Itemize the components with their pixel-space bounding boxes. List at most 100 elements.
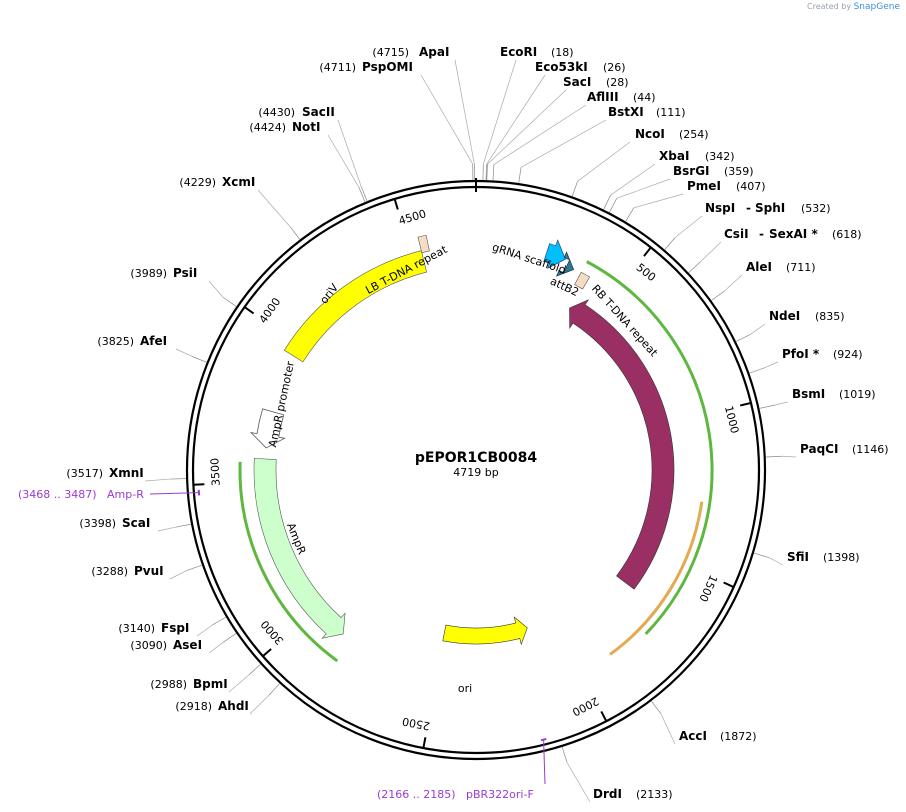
site-tick bbox=[186, 564, 203, 571]
site-name-scai: ScaI bbox=[122, 516, 150, 530]
site-tick bbox=[289, 226, 301, 240]
site-leader-line bbox=[493, 104, 587, 165]
site-tick bbox=[485, 164, 487, 181]
site-leader-line bbox=[486, 74, 546, 165]
site-name-bsmi: BsmI bbox=[792, 387, 825, 401]
site-tick bbox=[191, 356, 207, 363]
feature-oriv[interactable] bbox=[283, 250, 428, 363]
site-name-drdi: DrdI bbox=[593, 787, 622, 801]
site-leader-line bbox=[175, 348, 193, 357]
site-leader-line bbox=[208, 280, 224, 298]
site-tick bbox=[625, 207, 635, 222]
feature-attb2[interactable] bbox=[556, 251, 575, 277]
site-tick bbox=[688, 261, 701, 274]
site-tick bbox=[248, 663, 261, 676]
site-pos-drdi: (2133) bbox=[636, 788, 673, 801]
site-tick bbox=[664, 237, 676, 250]
site-pos-pfoi: (924) bbox=[833, 348, 863, 361]
tick-mark bbox=[244, 306, 255, 315]
tick-label: 1500 bbox=[696, 573, 719, 604]
site-pos-bsrgi: (359) bbox=[724, 165, 754, 178]
site-name-noti: NotI bbox=[292, 120, 321, 134]
site-tick bbox=[268, 683, 280, 696]
orf-ampr-line bbox=[238, 461, 339, 663]
site-name-afei: AfeI bbox=[140, 334, 167, 348]
plasmid-length: 4719 bp bbox=[453, 466, 498, 479]
site-name-ahdi: AhdI bbox=[218, 699, 249, 713]
site-tick bbox=[518, 167, 522, 184]
site-pos-bsmi: (1019) bbox=[839, 388, 876, 401]
site-pos-fspi: (3140) bbox=[118, 622, 155, 635]
site-pos-csii: (618) bbox=[832, 228, 862, 241]
site-name-sacii: SacII bbox=[302, 105, 335, 119]
site-pos-afliii: (44) bbox=[633, 91, 656, 104]
site-tick bbox=[212, 616, 227, 626]
site-pos-xmni: (3517) bbox=[66, 467, 103, 480]
site-name-pvui: PvuI bbox=[134, 564, 164, 578]
tick-mark bbox=[723, 581, 735, 588]
site-pos-eco53ki: (26) bbox=[603, 61, 626, 74]
site-name-sfii: SfiI bbox=[787, 550, 809, 564]
feature-rb-tdna[interactable] bbox=[574, 271, 591, 290]
site-pos-bpmi: (2988) bbox=[150, 678, 187, 691]
site-name-asei: AseI bbox=[173, 638, 202, 652]
feature-lb-tdna[interactable] bbox=[417, 234, 430, 254]
site-pos-afei: (3825) bbox=[97, 335, 134, 348]
tick-label: 500 bbox=[634, 261, 659, 284]
backbone-rings bbox=[185, 178, 767, 761]
site-sep-csii: - bbox=[759, 227, 764, 241]
primer-ampr-leader bbox=[149, 492, 199, 495]
orf-orange-line bbox=[609, 501, 704, 656]
site-leader-line bbox=[169, 570, 188, 580]
site-pos-scai: (3398) bbox=[79, 517, 116, 530]
spacer bbox=[270, 470, 714, 708]
site-leader-line bbox=[781, 455, 797, 458]
site-leader-line bbox=[616, 178, 671, 199]
site-pos-pvui: (3288) bbox=[91, 565, 128, 578]
site-leader-line bbox=[420, 74, 474, 165]
feature-ori[interactable] bbox=[442, 616, 528, 646]
site-leader-line bbox=[337, 119, 362, 187]
snapgene-credit: Created by SnapGene bbox=[807, 2, 900, 12]
site-leader-line bbox=[196, 624, 213, 637]
site-name-alei: AleI bbox=[746, 260, 772, 274]
site-leader-line bbox=[482, 59, 517, 165]
site-tick bbox=[492, 164, 495, 181]
primer-name-ori: pBR322ori-F bbox=[466, 788, 534, 801]
site-name-apai: ApaI bbox=[419, 45, 449, 59]
feature-grna-scaffold[interactable] bbox=[543, 239, 566, 269]
site-pos-apai: (4715) bbox=[372, 46, 409, 59]
site-name-pfoi: PfoI * bbox=[782, 347, 820, 361]
site-name-sexai: SexAI * bbox=[769, 227, 818, 241]
site-pos-psii: (3989) bbox=[130, 267, 167, 280]
tick-mark bbox=[262, 648, 272, 657]
site-tick bbox=[603, 195, 611, 210]
site-name-eco53ki: Eco53kI bbox=[535, 60, 588, 74]
site-name-xmni: XmnI bbox=[109, 466, 144, 480]
site-pos-xcmi: (4229) bbox=[179, 176, 216, 189]
site-leader-line bbox=[674, 215, 703, 238]
site-leader-line bbox=[487, 89, 567, 165]
site-name-csii: CsiI bbox=[724, 227, 749, 241]
site-name-afliii: AflIII bbox=[587, 90, 619, 104]
site-name-nspi: NspI bbox=[705, 201, 735, 215]
tick-label: 4500 bbox=[397, 207, 428, 228]
tick-label: 2000 bbox=[570, 694, 601, 718]
site-tick bbox=[609, 198, 618, 213]
site-pos-sfii: (1398) bbox=[823, 551, 860, 564]
site-tick bbox=[486, 164, 488, 181]
feature-ampr-promoter[interactable] bbox=[249, 408, 286, 449]
site-name-pmei: PmeI bbox=[687, 179, 721, 193]
site-leader-line bbox=[454, 59, 475, 165]
tick-mark bbox=[393, 198, 399, 210]
site-leader-line bbox=[144, 478, 171, 482]
site-tick bbox=[561, 746, 568, 763]
feature-ampr[interactable] bbox=[253, 458, 346, 639]
site-pos-bstxi: (111) bbox=[656, 106, 686, 119]
site-pos-noti: (4424) bbox=[249, 121, 286, 134]
feature-trfa[interactable] bbox=[569, 299, 675, 590]
site-tick bbox=[222, 633, 237, 643]
site-name-pspomi: PspOMI bbox=[362, 60, 413, 74]
site-pos-ncoi: (254) bbox=[679, 128, 709, 141]
feature-label-ori: ori bbox=[458, 682, 472, 695]
